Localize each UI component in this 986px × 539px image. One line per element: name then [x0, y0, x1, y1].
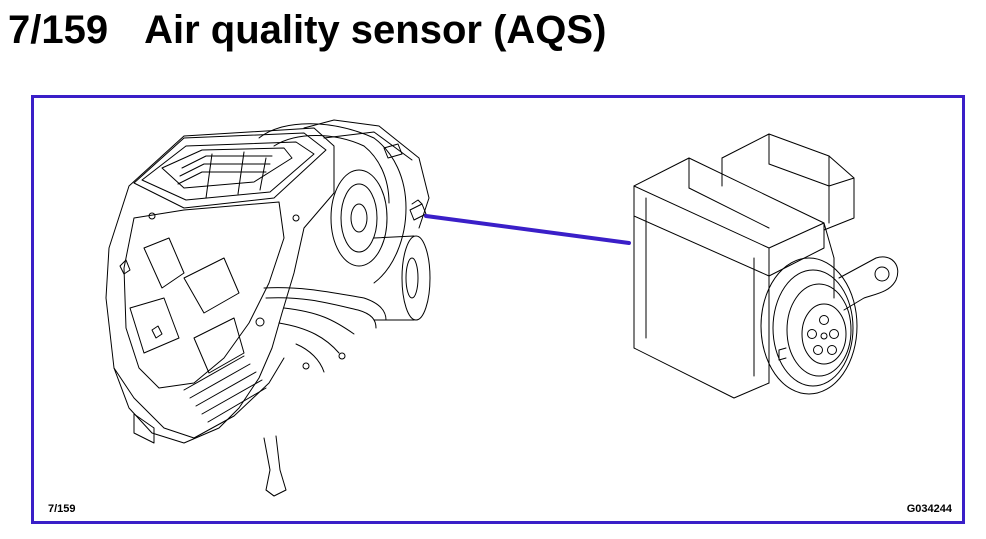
page-title: 7/159 Air quality sensor (AQS) — [8, 6, 606, 54]
figure-number: 7/159 — [8, 8, 109, 52]
figure-label: 7/159 — [48, 503, 76, 515]
leader-line — [424, 214, 631, 245]
hvac-housing-drawing — [105, 119, 431, 497]
drawing-code: G034244 — [906, 503, 952, 515]
diagram-canvas — [105, 119, 899, 497]
title-text: Air quality sensor (AQS) — [144, 8, 607, 52]
aqs-sensor-drawing — [633, 133, 899, 399]
diagram-frame: 7/159 G034244 — [31, 95, 965, 524]
